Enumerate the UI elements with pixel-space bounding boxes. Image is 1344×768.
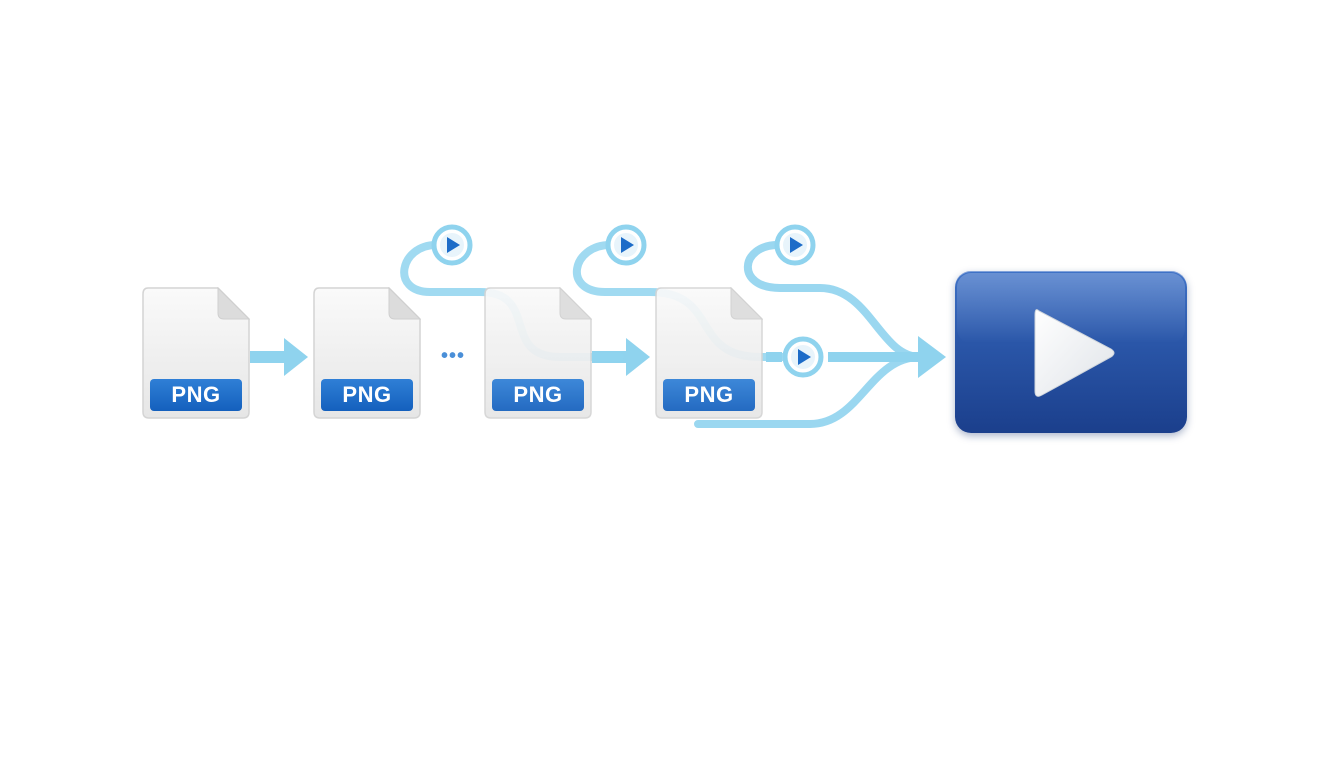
play-circle-icon xyxy=(605,224,647,266)
png-file-icon: PNG xyxy=(484,287,592,419)
png-badge: PNG xyxy=(663,379,755,411)
play-circle-icon xyxy=(774,224,816,266)
png-file-icon: PNG xyxy=(142,287,250,419)
png-file-icon: PNG xyxy=(655,287,763,419)
png-file-icon: PNG xyxy=(313,287,421,419)
play-triangle-icon xyxy=(1034,309,1115,397)
play-circle-icon xyxy=(431,224,473,266)
png-badge: PNG xyxy=(492,379,584,411)
loop-curve-3 xyxy=(743,241,924,361)
ellipsis-indicator: ••• xyxy=(441,345,466,367)
png-badge: PNG xyxy=(321,379,413,411)
play-circle-icon xyxy=(782,336,824,378)
arrow-to-video xyxy=(766,336,946,378)
arrow-frame1-to-frame2 xyxy=(250,338,308,376)
png-badge: PNG xyxy=(150,379,242,411)
video-output-icon xyxy=(955,271,1187,433)
